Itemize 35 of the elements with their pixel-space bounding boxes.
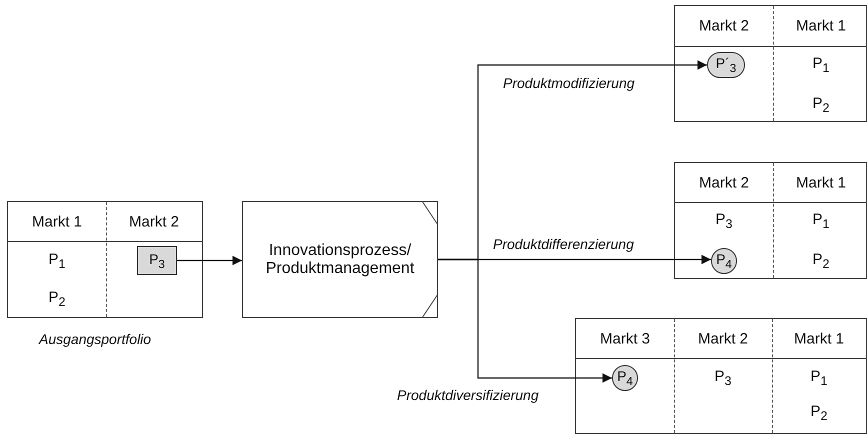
portfolio-table xyxy=(674,5,867,122)
edge-label: Produktdiversifizierung xyxy=(397,387,539,403)
column-header: Markt 3 xyxy=(600,330,650,348)
product-marker: P$_{4}$ xyxy=(612,365,638,391)
column-header: Markt 1 xyxy=(32,214,82,230)
arrow xyxy=(177,256,242,266)
cell-text: P$_{1}$ xyxy=(812,211,830,231)
process-box xyxy=(242,201,438,318)
product-marker: P´$_{3}$ xyxy=(707,52,745,78)
cell-text: P$_{2}$ xyxy=(812,251,830,271)
arrow xyxy=(438,258,612,383)
column-header: Markt 2 xyxy=(129,214,179,230)
cell-text: P$_{1}$ xyxy=(810,368,828,388)
portfolio-table xyxy=(575,318,867,434)
column-header: Markt 1 xyxy=(796,18,846,34)
cell-text: P$_{3}$ xyxy=(714,368,732,388)
cell-text: P$_{2}$ xyxy=(812,95,830,115)
edge-label: Produktdifferenzierung xyxy=(493,236,634,252)
edge-label: Produktmodifizierung xyxy=(503,75,635,91)
column-header: Markt 2 xyxy=(699,18,749,34)
product-marker: P$_{3}$ xyxy=(137,246,177,275)
portfolio-table xyxy=(7,201,203,318)
cell-text: P$_{1}$ xyxy=(812,55,830,75)
product-marker: P$_{4}$ xyxy=(711,248,737,274)
column-header: Markt 2 xyxy=(698,330,748,348)
node-label: Ausgangsportfolio xyxy=(39,331,152,347)
cell-text: P$_{1}$ xyxy=(48,251,66,271)
process-text: Innovationsprozess/ Produktmanagement xyxy=(264,242,416,278)
column-header: Markt 1 xyxy=(794,330,844,348)
cell-text: P$_{2}$ xyxy=(810,403,828,423)
cell-text: P$_{2}$ xyxy=(48,289,66,309)
column-header: Markt 1 xyxy=(796,174,846,192)
column-header: Markt 2 xyxy=(699,174,749,192)
cell-text: P$_{3}$ xyxy=(716,211,732,231)
portfolio-table xyxy=(674,162,867,279)
